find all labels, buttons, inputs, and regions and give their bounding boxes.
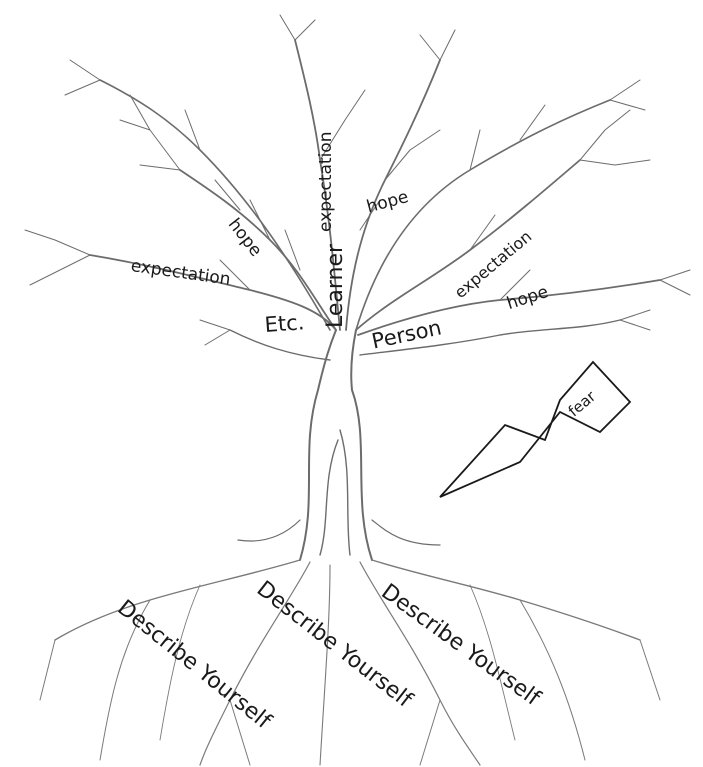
lightning-bolt — [439, 360, 632, 498]
label-etc: Etc. — [263, 310, 306, 337]
trunk — [237, 329, 441, 561]
twigs — [24, 14, 691, 346]
label-learner: Learner — [323, 243, 348, 328]
label-expectation-top: expectation — [316, 131, 336, 232]
roots — [39, 559, 661, 766]
